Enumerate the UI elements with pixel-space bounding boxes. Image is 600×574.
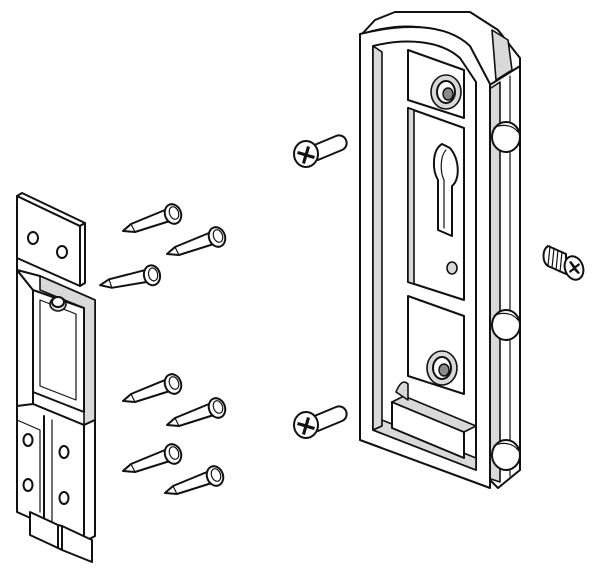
nail xyxy=(122,370,185,403)
countersunk-screw xyxy=(293,405,348,439)
nail xyxy=(122,200,185,233)
nail xyxy=(166,223,229,256)
nail xyxy=(98,255,166,296)
nail xyxy=(164,462,227,495)
strike-plate xyxy=(16,192,96,563)
nail xyxy=(122,440,185,473)
mounting-bracket xyxy=(359,11,521,489)
threaded-screw xyxy=(542,245,585,281)
nail xyxy=(166,394,229,427)
countersunk-screw xyxy=(293,134,348,168)
